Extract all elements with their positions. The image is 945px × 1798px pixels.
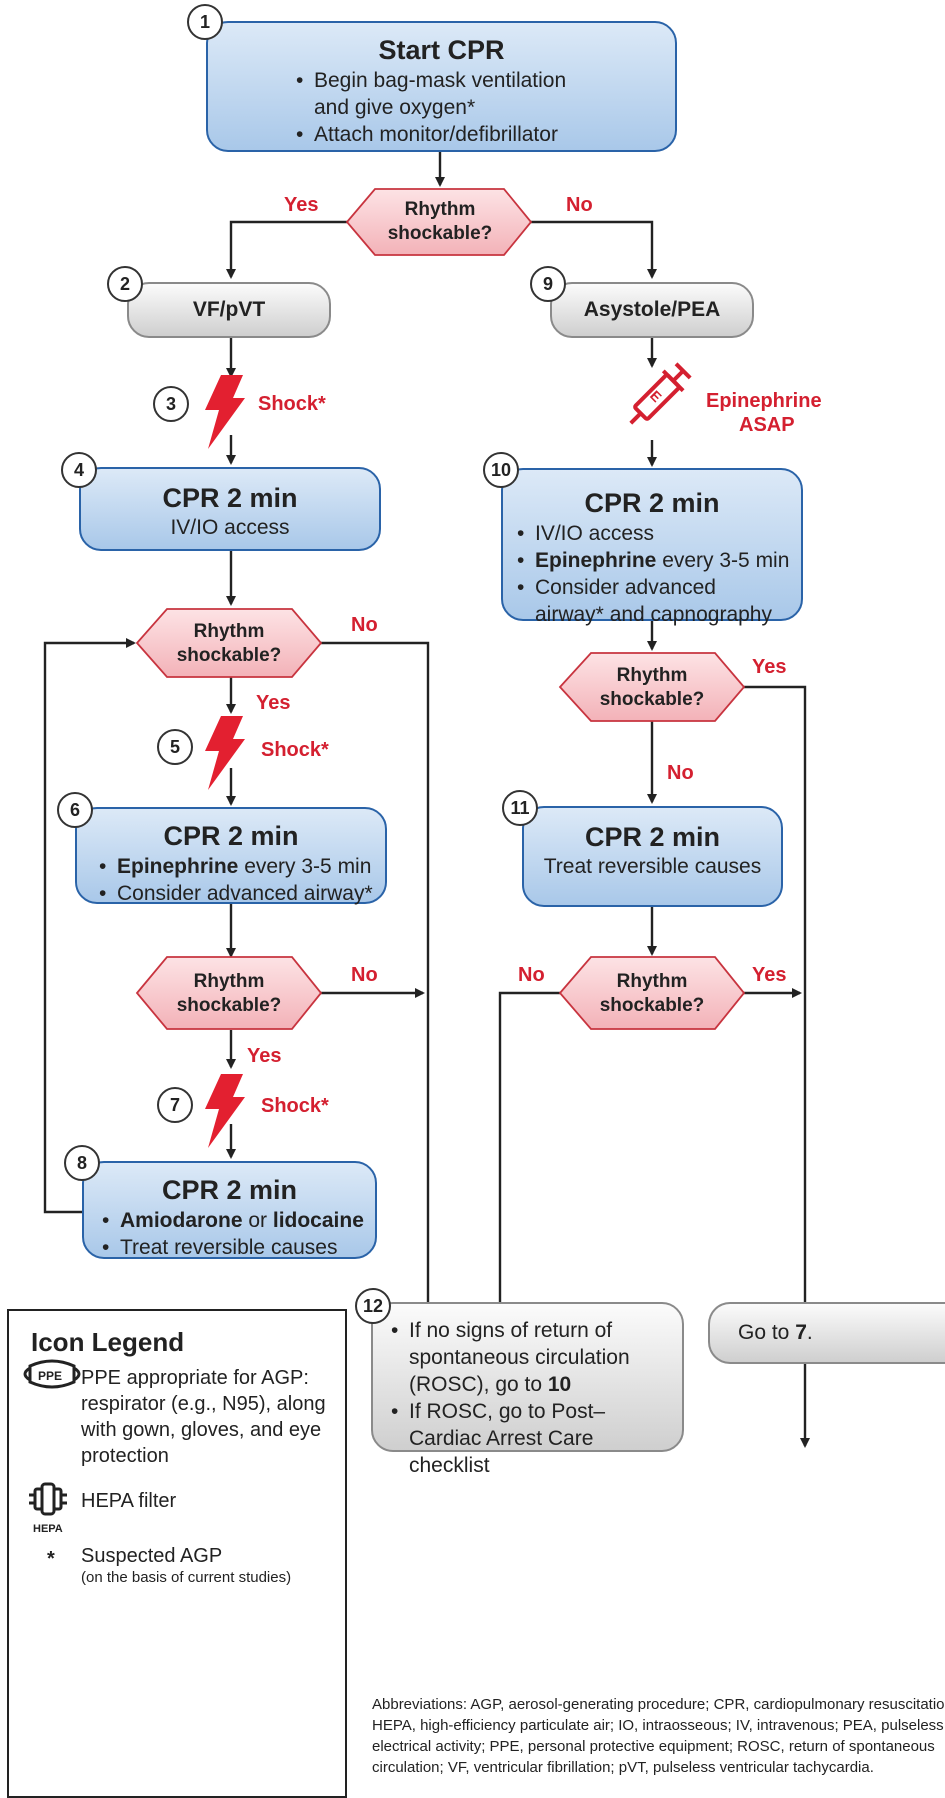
shock-label-7: Shock* [261,1095,329,1117]
legend-star: * [47,1548,55,1570]
decision-right1-no: No [667,762,694,784]
step-number-4: 4 [61,452,97,488]
decision-left1-no: No [351,614,378,636]
step11-sub: Treat reversible causes [543,855,762,878]
step10-bullet-3: Consider advanced airway* and capnograph… [509,574,775,628]
icon-legend: Icon Legend PPE appropriate for AGP: res… [7,1309,347,1798]
decision-right2-no: No [518,964,545,986]
decision-left2-no: No [351,964,378,986]
step-number-8: 8 [64,1145,100,1181]
step11-title: CPR 2 min [584,822,721,852]
abbreviations-footnote: Abbreviations: AGP, aerosol-generating p… [372,1696,945,1776]
step2-title: VF/pVT [192,298,266,321]
step1-title: Start CPR [378,35,505,65]
step8-bullet-2: Treat reversible causes [94,1234,375,1261]
decision-left1-label: Rhythm shockable? [176,621,282,666]
step-number-12: 12 [355,1288,391,1324]
legend-ppe-text: PPE appropriate for AGP: respirator (e.g… [81,1367,326,1467]
decision-right2-label: Rhythm shockable? [599,971,705,1016]
legend-ppe-mask-icon [23,1359,81,1389]
decision-diamond-top [345,188,533,256]
step-number-3: 3 [153,386,189,422]
decision-top-no: No [566,194,593,216]
step-number-1: 1 [187,4,223,40]
shock-bolt-icon [205,716,245,790]
step-number-9: 9 [530,266,566,302]
step-number-5: 5 [157,729,193,765]
step-number-2: 2 [107,266,143,302]
goto-step7-box: Go to 7. [708,1302,945,1364]
decision-diamond-right-2 [558,956,746,1030]
step6-bullet-1: Epinephrine every 3-5 min [91,853,385,880]
decision-top-label: Rhythm shockable? [387,199,493,244]
shock-bolt-icon [205,375,245,449]
step1-bullet-2: Attach monitor/defibrillator [288,121,588,148]
step4-title: CPR 2 min [162,483,298,513]
step4-sub: IV/IO access [170,516,290,539]
step6-title: CPR 2 min [163,821,299,851]
step8-bullet-1: Amiodarone or lidocaine [94,1207,375,1234]
step1-bullet-1: Begin bag-mask ventilation and give oxyg… [288,67,588,121]
step8-cpr-box: CPR 2 min Amiodarone or lidocaine Treat … [82,1161,377,1261]
step10-bullet-2: Epinephrine every 3-5 min [509,547,801,574]
decision-top-yes: Yes [284,194,319,216]
step9-asystole-pea-box: Asystole/PEA [550,282,754,338]
step10-cpr-box: CPR 2 min IV/IO access Epinephrine every… [501,468,803,626]
step12-bullet-1: If no signs of return of spontaneous cir… [383,1317,673,1398]
step11-cpr-box: CPR 2 min Treat reversible causes [522,806,783,907]
goto-step7-text: Go to 7. [738,1321,813,1344]
step2-vf-pvt-box: VF/pVT [127,282,331,338]
step12-bullet-2: If ROSC, go to Post–Cardiac Arrest Care … [383,1398,673,1479]
legend-agp-note: (on the basis of current studies) [81,1569,292,1586]
syringe-icon: E [629,362,692,425]
decision-diamond-left-2 [135,956,323,1030]
step10-bullet-1: IV/IO access [509,520,801,547]
decision-diamond-left-1 [135,608,323,678]
step-number-7: 7 [157,1087,193,1123]
step6-bullet-2: Consider advanced airway* [91,880,385,907]
decision-right1-label: Rhythm shockable? [599,665,705,710]
step-number-11: 11 [502,790,538,826]
decision-diamond-right-1 [558,652,746,722]
decision-left1-yes: Yes [256,692,291,714]
step9-title: Asystole/PEA [583,298,721,321]
decision-left2-label: Rhythm shockable? [176,971,282,1016]
shock-label-3: Shock* [258,393,326,415]
shock-bolt-icon [205,1074,245,1148]
step6-cpr-box: CPR 2 min Epinephrine every 3-5 min Cons… [75,807,387,907]
legend-hepa-text: HEPA filter [81,1490,177,1512]
decision-left2-yes: Yes [247,1045,282,1067]
svg-text:HEPA: HEPA [33,1523,63,1535]
svg-text:PPE: PPE [38,1369,62,1383]
step-number-10: 10 [483,452,519,488]
step-number-6: 6 [57,792,93,828]
decision-right2-yes: Yes [752,964,787,986]
legend-hepa-filter-icon [29,1482,67,1516]
shock-label-5: Shock* [261,739,329,761]
legend-title: Icon Legend [31,1327,185,1357]
step8-title: CPR 2 min [161,1175,298,1205]
epinephrine-asap-label: Epinephrine ASAP [706,390,822,436]
decision-right1-yes: Yes [752,656,787,678]
step1-start-cpr-box: Start CPR Begin bag-mask ventilation and… [206,21,677,152]
step4-cpr-box: CPR 2 min IV/IO access [79,467,381,551]
legend-agp-text: Suspected AGP [81,1545,223,1567]
step10-title: CPR 2 min [584,488,720,518]
step12-rosc-box: If no signs of return of spontaneous cir… [371,1302,684,1477]
